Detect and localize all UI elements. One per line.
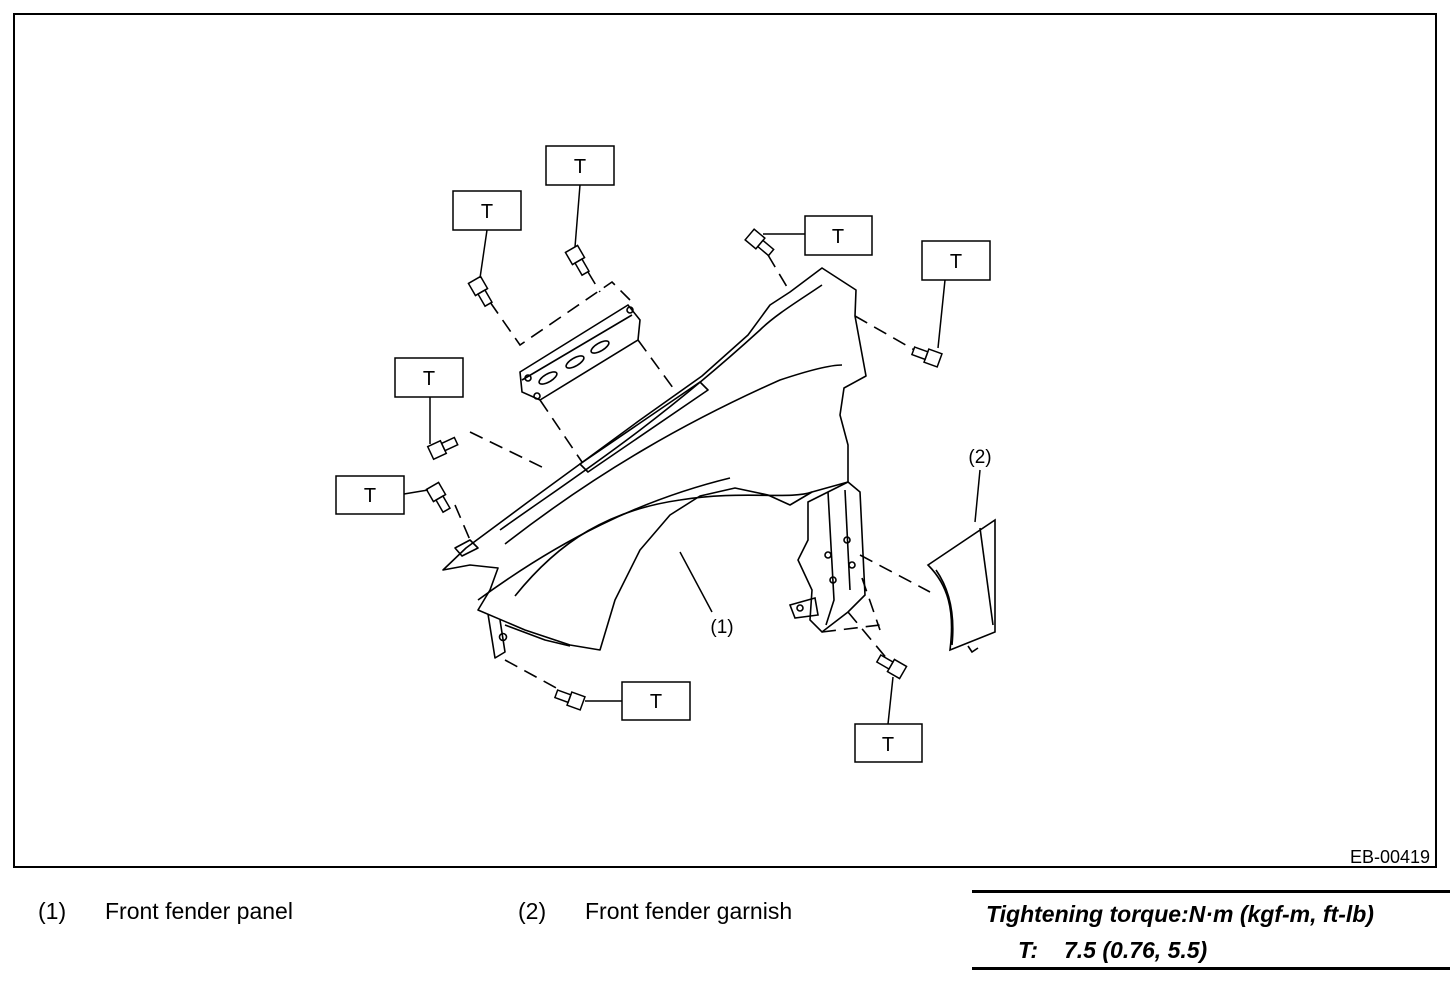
legend-label: Front fender garnish	[585, 898, 793, 924]
torque-tag: T	[921, 240, 991, 281]
torque-tag-label: T	[832, 226, 844, 248]
torque-symbol: T:	[1018, 937, 1039, 963]
torque-spec-box: Tightening torque:N·m (kgf-m, ft-lb) T: …	[972, 890, 1450, 970]
bolt-icon	[426, 436, 459, 461]
torque-tag-label: T	[574, 156, 586, 178]
torque-title: Tightening torque:N·m (kgf-m, ft-lb)	[986, 901, 1374, 927]
torque-tag: T	[335, 475, 405, 515]
torque-tag: T	[621, 681, 691, 721]
callout-fender-panel: (1)	[710, 617, 733, 638]
torque-tags: T T T T T T T T	[335, 145, 991, 763]
bolt-icon	[467, 275, 493, 308]
fender-exploded-diagram: T T T T T T T T (1) (2) EB-00419	[335, 145, 1430, 867]
assembly-dashed-lines	[454, 254, 931, 691]
legend-label: Front fender panel	[105, 898, 293, 924]
callout-fender-garnish: (2)	[968, 447, 991, 468]
torque-tag-label: T	[650, 691, 662, 713]
torque-tag-label: T	[364, 485, 376, 507]
bolt-icon	[425, 481, 451, 514]
legend-number: (1)	[38, 898, 67, 924]
bolt-icon	[564, 244, 590, 277]
torque-tag: T	[394, 357, 464, 398]
bolt-icon	[875, 654, 908, 680]
diagram-frame	[13, 13, 1437, 868]
rear-bracket	[788, 481, 866, 634]
torque-tag: T	[545, 145, 615, 186]
bolts	[425, 228, 943, 711]
torque-value: 7.5 (0.76, 5.5)	[1064, 937, 1208, 963]
upper-bracket	[519, 303, 641, 401]
torque-tag: T	[452, 190, 522, 231]
torque-tag: T	[804, 215, 873, 256]
torque-tag: T	[854, 723, 923, 763]
torque-tag-label: T	[481, 201, 493, 223]
torque-tag-label: T	[423, 368, 435, 390]
leader-lines	[403, 184, 981, 725]
front-fender-panel	[442, 267, 867, 659]
bolt-icon	[744, 228, 775, 257]
figure-code: EB-00419	[1350, 847, 1430, 867]
bolt-icon	[910, 346, 943, 368]
bolt-icon	[553, 689, 586, 711]
torque-tag-label: T	[950, 251, 962, 273]
front-fender-garnish	[926, 518, 996, 654]
legend-number: (2)	[518, 898, 547, 924]
torque-tag-label: T	[882, 734, 894, 756]
